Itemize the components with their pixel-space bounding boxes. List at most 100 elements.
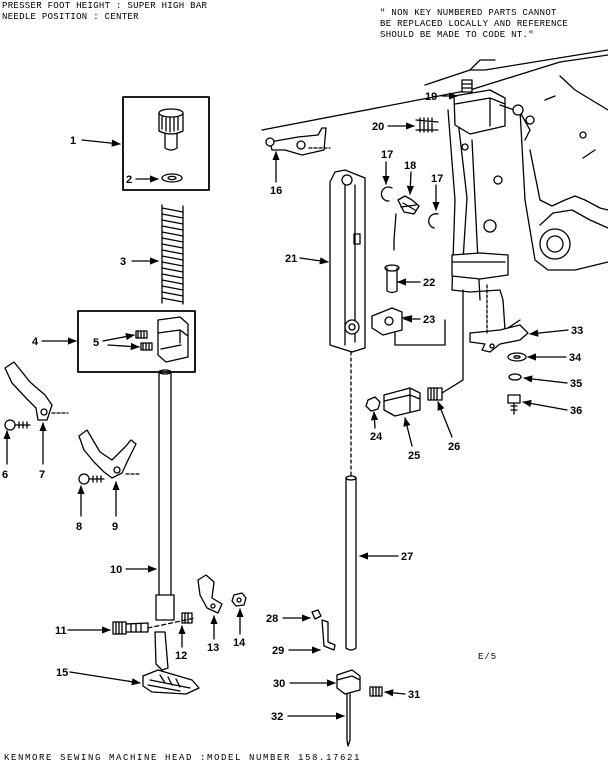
retaining-ring-part-17a xyxy=(380,186,393,202)
needle-clamp-screw-part-31 xyxy=(369,686,383,697)
presser-foot-part-15 xyxy=(142,631,200,695)
part-1-box xyxy=(122,96,210,191)
callout-3: 3 xyxy=(120,256,126,268)
callout-34: 34 xyxy=(569,352,582,364)
callout-8: 8 xyxy=(76,521,82,533)
callout-9: 9 xyxy=(112,521,118,533)
callout-16: 16 xyxy=(270,185,282,197)
callout-26: 26 xyxy=(448,441,460,453)
callout-10: 10 xyxy=(110,564,122,576)
guide-line xyxy=(441,289,464,394)
screw-part-12 xyxy=(181,612,193,624)
callout-6: 6 xyxy=(2,469,8,481)
callout-arrow-26 xyxy=(437,401,453,438)
callout-25: 25 xyxy=(408,450,420,462)
header-right-note: " NON KEY NUMBERED PARTS CANNOT BE REPLA… xyxy=(380,8,568,41)
callout-19: 19 xyxy=(425,91,437,103)
callout-13: 13 xyxy=(207,642,219,654)
callout-11: 11 xyxy=(55,625,67,637)
callout-1: 1 xyxy=(70,135,76,147)
screw-part-36 xyxy=(507,394,521,415)
spring-part-20 xyxy=(415,117,439,133)
callout-7: 7 xyxy=(39,469,45,481)
retaining-ring-part-17b xyxy=(428,213,439,229)
callout-24: 24 xyxy=(370,431,383,443)
thumb-screw-part-1 xyxy=(158,108,184,151)
callout-14: 14 xyxy=(233,637,246,649)
machine-head-casting xyxy=(261,49,608,331)
callout-17a: 17 xyxy=(381,149,393,161)
needle-position-note: NEEDLE POSITION : CENTER xyxy=(2,12,139,22)
guide-line xyxy=(147,617,196,629)
callout-arrow-31 xyxy=(384,689,406,697)
presser-bar-guide xyxy=(155,594,175,621)
callout-arrow-36 xyxy=(522,399,568,411)
callout-arrow-25 xyxy=(403,417,413,447)
callout-15: 15 xyxy=(56,667,68,679)
presser-bar-part-10 xyxy=(158,369,172,599)
callout-18: 18 xyxy=(404,160,416,172)
pin-part-22 xyxy=(384,264,400,294)
callout-35: 35 xyxy=(570,378,582,390)
bracket-part-4 xyxy=(157,316,189,363)
spring-part-3 xyxy=(161,204,184,305)
washer-part-2 xyxy=(161,173,183,183)
screw-part-6 xyxy=(4,419,31,431)
bracket-part-16 xyxy=(265,127,331,156)
lever-part-13 xyxy=(197,574,223,614)
callout-arrow-21 xyxy=(299,257,329,265)
callout-4: 4 xyxy=(32,336,39,348)
callout-arrow-5b xyxy=(107,342,140,351)
spring-part-18 xyxy=(393,195,420,251)
set-screws-part-5 xyxy=(135,330,153,351)
callout-31: 31 xyxy=(408,689,420,701)
screw-part-8 xyxy=(78,473,105,485)
block-part-25 xyxy=(383,387,421,417)
guide-line xyxy=(394,319,446,346)
page-reference: E/5 xyxy=(478,652,498,662)
callout-32: 32 xyxy=(271,711,283,723)
nut-part-14 xyxy=(231,592,247,607)
lock-washer-part-35 xyxy=(508,373,522,381)
needle-part-32 xyxy=(346,693,351,747)
needle-bar-part-27 xyxy=(345,475,357,651)
header-left: PRESSER FOOT HEIGHT : SUPER HIGH BAR NEE… xyxy=(2,1,207,23)
callout-29: 29 xyxy=(272,645,284,657)
part-4-box xyxy=(77,310,196,373)
non-key-parts-note-line1: " NON KEY NUMBERED PARTS CANNOT xyxy=(380,8,557,18)
model-number-footer: KENMORE SEWING MACHINE HEAD :MODEL NUMBE… xyxy=(4,753,362,763)
callout-30: 30 xyxy=(273,678,285,690)
thumb-screw-part-11 xyxy=(112,621,149,635)
callout-arrow-24 xyxy=(370,411,379,429)
thread-guide-part-28 xyxy=(311,609,322,620)
callout-arrow-18 xyxy=(406,171,415,195)
lever-part-9 xyxy=(78,429,137,479)
lever-part-7 xyxy=(4,361,53,421)
callout-arrow-35 xyxy=(523,375,568,384)
needle-bar-link-part-21 xyxy=(329,169,366,353)
callout-28: 28 xyxy=(266,613,278,625)
presser-foot-height-note: PRESSER FOOT HEIGHT : SUPER HIGH BAR xyxy=(2,1,208,11)
callout-arrow-5a xyxy=(102,332,135,342)
callout-22: 22 xyxy=(423,277,435,289)
needle-clamp-part-30 xyxy=(336,669,361,695)
bracket-part-19 xyxy=(453,79,535,141)
callout-21: 21 xyxy=(285,253,297,265)
callout-arrow-15 xyxy=(69,671,141,686)
callout-20: 20 xyxy=(372,121,384,133)
non-key-parts-note-line2: BE REPLACED LOCALLY AND REFERENCE xyxy=(380,19,569,29)
thread-guide-part-29 xyxy=(321,619,336,651)
bracket-part-33 xyxy=(469,324,529,353)
callout-27: 27 xyxy=(401,551,413,563)
callout-17b: 17 xyxy=(431,173,443,185)
clamp-part-23 xyxy=(371,307,413,336)
screw-part-24 xyxy=(365,396,381,412)
callout-23: 23 xyxy=(423,314,435,326)
callout-arrow-1 xyxy=(81,139,121,147)
callout-36: 36 xyxy=(570,405,582,417)
callout-33: 33 xyxy=(571,325,583,337)
callout-12: 12 xyxy=(175,650,187,662)
callout-arrow-33 xyxy=(529,329,569,337)
callout-5: 5 xyxy=(93,337,99,349)
